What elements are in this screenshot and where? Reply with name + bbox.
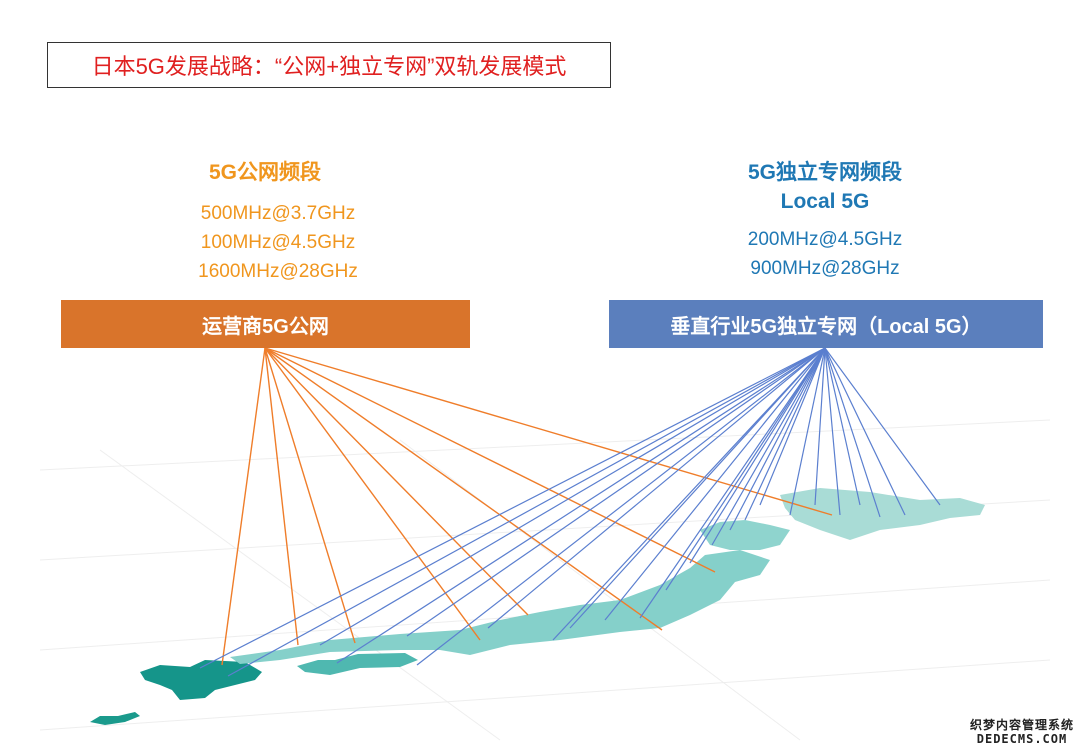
private-frequency: 900MHz@28GHz xyxy=(750,258,900,279)
page-title: 日本5G发展战略：“公网+独立专网”双轨发展模式 xyxy=(47,42,611,88)
connector-line xyxy=(711,347,826,546)
connector-line xyxy=(227,347,826,677)
connector-line xyxy=(729,347,826,531)
connector-line xyxy=(824,347,861,506)
connector-line xyxy=(487,347,826,629)
connector-line xyxy=(264,347,299,646)
public-frequency: 1600MHz@28GHz xyxy=(198,261,358,282)
connector-line xyxy=(336,347,826,664)
kyushu-island xyxy=(140,660,262,700)
hokkaido-island xyxy=(780,488,985,540)
connector-line xyxy=(689,347,826,564)
watermark: 织梦内容管理系统 DEDECMS.COM xyxy=(970,718,1074,746)
public-frequency: 100MHz@4.5GHz xyxy=(200,232,356,253)
watermark-line1: 织梦内容管理系统 xyxy=(969,718,1074,732)
connector-line xyxy=(552,347,826,641)
public-frequency: 500MHz@3.7GHz xyxy=(200,203,356,224)
connector-line xyxy=(665,347,826,591)
private-band-heading: 5G独立专网频段 xyxy=(747,161,902,184)
connector-line xyxy=(824,347,941,506)
connector-line xyxy=(824,347,906,516)
connector-line xyxy=(319,347,826,646)
public-network-bar: 运营商5G公网 xyxy=(61,300,470,348)
connector-line xyxy=(824,347,841,516)
connector-line xyxy=(569,347,826,629)
connector-line xyxy=(406,347,826,637)
connector-line xyxy=(759,347,826,506)
connector-line xyxy=(639,347,826,619)
private-band-subheading: Local 5G xyxy=(780,190,870,213)
connector-line xyxy=(744,347,826,521)
public-band-heading: 5G公网频段 xyxy=(208,161,321,184)
connector-line xyxy=(264,347,663,631)
connector-line xyxy=(824,347,881,518)
connector-line xyxy=(199,347,826,669)
connector-line xyxy=(221,347,266,666)
connector-line xyxy=(604,347,826,621)
connector-line xyxy=(264,347,716,573)
connector-line xyxy=(264,347,356,644)
watermark-line2: DEDECMS.COM xyxy=(976,732,1068,746)
connector-line xyxy=(789,347,826,516)
connector-line xyxy=(416,347,826,666)
shikoku-island xyxy=(297,653,418,675)
private-frequency: 200MHz@4.5GHz xyxy=(747,229,903,250)
connector-line xyxy=(814,347,826,506)
private-network-lines xyxy=(199,347,941,677)
honshu-island xyxy=(230,550,770,664)
okinawa-island xyxy=(90,712,140,725)
private-network-bar: 垂直行业5G独立专网（Local 5G） xyxy=(609,300,1043,348)
japan-map xyxy=(90,488,985,725)
connector-line xyxy=(264,347,529,616)
connector-line xyxy=(264,347,481,641)
